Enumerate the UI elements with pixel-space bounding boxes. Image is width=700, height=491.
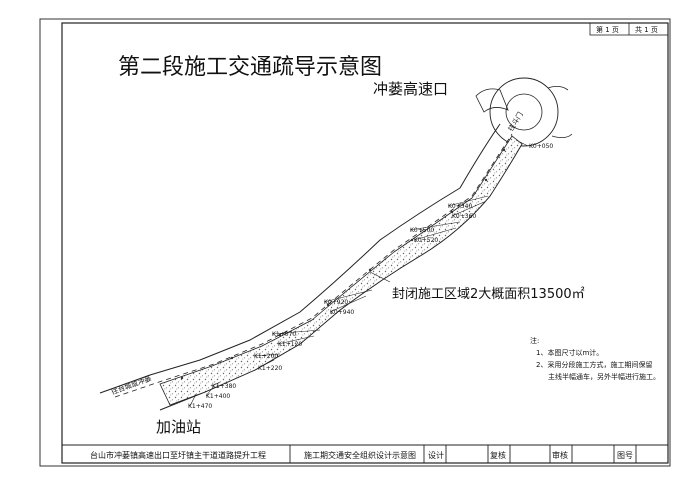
notes-block: 注: 1、本图尺寸以m计。 2、采用分段施工方式，施工期间保留 主线半幅通车，另… bbox=[530, 335, 660, 383]
footer-project-name: 台山市冲蒌镇高速出口至圩镇主干道道路提升工程 bbox=[90, 451, 266, 460]
footer-design-label: 设计 bbox=[428, 451, 444, 460]
title-block bbox=[62, 444, 668, 463]
station-label: K0+940 bbox=[330, 309, 355, 316]
footer-review-label: 复核 bbox=[490, 451, 506, 460]
station-label: K1+070 bbox=[272, 331, 297, 338]
page-indicator bbox=[589, 22, 669, 36]
page-number: 第 1 页 bbox=[596, 26, 619, 34]
road-edge-north bbox=[99, 123, 501, 394]
footer-drawing-name: 施工期交通安全组织设计示意图 bbox=[304, 451, 416, 460]
page-total: 共 1 页 bbox=[635, 26, 658, 34]
station-label: K1+380 bbox=[212, 383, 237, 390]
notes-line: 1、本图尺寸以m计。 bbox=[536, 349, 604, 357]
station-label: K0+050 bbox=[529, 143, 554, 150]
station-label: K0+340 bbox=[448, 203, 473, 210]
station-label: K0+520 bbox=[414, 237, 439, 244]
footer-approve-label: 审核 bbox=[552, 451, 568, 460]
footer-drawing-no-label: 图号 bbox=[617, 451, 633, 460]
station-label: K1+470 bbox=[188, 403, 213, 410]
page-title: 第二段施工交通疏导示意图 bbox=[118, 55, 383, 80]
closed-area-label: 封闭施工区域2大概面积13500㎡ bbox=[392, 287, 585, 302]
station-leaders bbox=[189, 139, 529, 407]
gas-station-label: 加油站 bbox=[156, 418, 202, 436]
station-label: K0+920 bbox=[324, 299, 349, 306]
roundabout bbox=[475, 77, 573, 147]
closed-area-leader bbox=[369, 271, 391, 283]
notes-line: 2、采用分段施工方式，施工期间保留 bbox=[536, 361, 653, 369]
notes-line: 主线半幅通车，另外半幅进行施工。 bbox=[548, 373, 660, 381]
traffic-cones bbox=[180, 148, 506, 380]
outer-frame bbox=[39, 18, 671, 467]
road-centerline bbox=[114, 133, 513, 398]
inner-frame bbox=[61, 22, 669, 464]
notes-heading: 注: bbox=[530, 337, 540, 345]
station-label: K1+200 bbox=[254, 353, 279, 360]
station-label: K0+360 bbox=[452, 213, 477, 220]
station-label: K0+500 bbox=[410, 227, 435, 234]
closed-construction-area bbox=[159, 135, 523, 406]
station-label: K1+120 bbox=[278, 341, 303, 348]
station-label: K1+400 bbox=[206, 393, 231, 400]
station-label: K1+220 bbox=[258, 365, 283, 372]
expressway-exit-label: 冲蒌高速口 bbox=[373, 80, 449, 98]
